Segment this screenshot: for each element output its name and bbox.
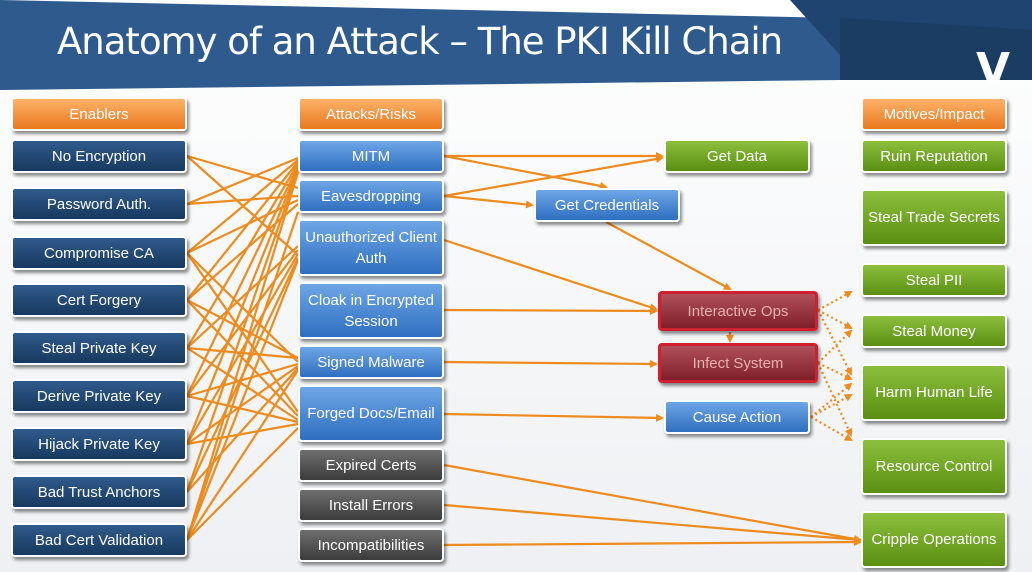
logo-v: V: [976, 44, 1011, 95]
attack-mitm: MITM: [298, 139, 444, 173]
slide-title: Anatomy of an Attack – The PKI Kill Chai…: [57, 20, 783, 63]
enabler-bad-cert-validation: Bad Cert Validation: [11, 523, 187, 557]
attack-install-errors: Install Errors: [298, 488, 444, 522]
motive-harm-human-life: Harm Human Life: [861, 364, 1007, 421]
motive-steal-pii: Steal PII: [861, 263, 1007, 297]
enabler-compromise-ca: Compromise CA: [11, 236, 187, 270]
attacks-header: Attacks/Risks: [298, 97, 444, 131]
motive-ruin-reputation: Ruin Reputation: [861, 139, 1007, 173]
attack-forged-docs-email: Forged Docs/Email: [298, 385, 444, 442]
enabler-steal-private-key: Steal Private Key: [11, 331, 187, 365]
title-banner: [0, 0, 1032, 90]
attack-expired-certs: Expired Certs: [298, 448, 444, 482]
enabler-cert-forgery: Cert Forgery: [11, 283, 187, 317]
enabler-no-encryption: No Encryption: [11, 139, 187, 173]
motive-steal-trade-secrets: Steal Trade Secrets: [861, 189, 1007, 246]
attack-cloak-encrypted-session: Cloak in Encrypted Session: [298, 282, 444, 339]
attack-incompatibilities: Incompatibilities: [298, 528, 444, 562]
node-interactive-ops: Interactive Ops: [658, 291, 818, 331]
motive-cripple-operations: Cripple Operations: [861, 511, 1007, 568]
motives-header: Motives/Impact: [861, 97, 1007, 131]
node-infect-system: Infect System: [658, 343, 818, 383]
enabler-derive-private-key: Derive Private Key: [11, 379, 187, 413]
motive-resource-control: Resource Control: [861, 438, 1007, 495]
node-get-credentials: Get Credentials: [534, 188, 680, 222]
enabler-password-auth: Password Auth.: [11, 187, 187, 221]
attack-eavesdropping: Eavesdropping: [298, 179, 444, 213]
node-get-data: Get Data: [664, 139, 810, 173]
attack-unauthorized-client-auth: Unauthorized Client Auth: [298, 219, 444, 276]
attack-signed-malware: Signed Malware: [298, 345, 444, 379]
motive-steal-money: Steal Money: [861, 314, 1007, 348]
node-cause-action: Cause Action: [664, 400, 810, 434]
enablers-header: Enablers: [11, 97, 187, 131]
enabler-hijack-private-key: Hijack Private Key: [11, 427, 187, 461]
enabler-bad-trust-anchors: Bad Trust Anchors: [11, 475, 187, 509]
